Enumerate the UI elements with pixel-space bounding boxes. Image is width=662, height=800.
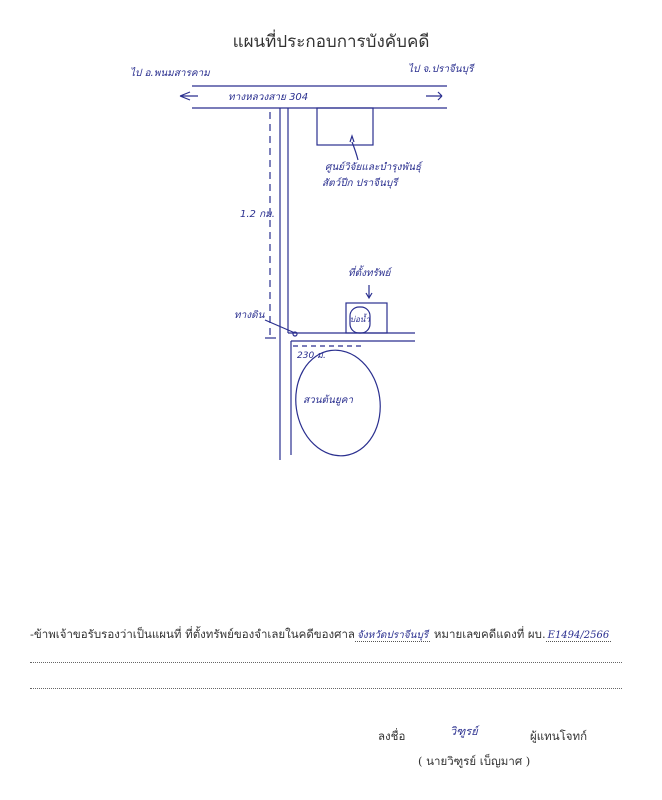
eucalyptus-plantation (295, 349, 381, 457)
dirt-road-marker (292, 331, 298, 337)
label-distance: 1.2 กม. (240, 209, 275, 220)
pond-shape (349, 306, 371, 334)
label-eucalyptus: สวนต้นยูคา (303, 395, 354, 406)
label-research-center-2: สัตว์ปีก ปราจีนบุรี (322, 178, 398, 189)
pointer-line (349, 134, 359, 161)
court-field: จังหวัดปราจีนบุรี (354, 630, 431, 642)
dotted-line (30, 688, 622, 689)
arrow-right-icon (426, 91, 443, 101)
label-pond: บ่อน้ำ (350, 315, 370, 324)
certification-line: -ข้าพเจ้าขอรับรองว่าเป็นแผนที่ ที่ตั้งทร… (30, 626, 612, 644)
research-center-building (316, 107, 374, 146)
dirt-road-pointer (264, 319, 296, 334)
property-plot (345, 302, 388, 334)
label-highway: ทางหลวงสาย 304 (228, 92, 309, 103)
case-number-field: E1494/2566 (545, 630, 612, 642)
signer-name: ( นายวิฑูรย์ เบ็ญมาศ ) (418, 754, 531, 768)
label-width: 230 ม. (297, 351, 326, 361)
signer-role: ผู้แทนโจทก์ (530, 729, 588, 743)
sign-label: ลงชื่อ (378, 729, 406, 743)
label-to-right: ไป จ.ปราจีนบุรี (408, 64, 474, 75)
label-research-center-1: ศูนย์วิจัยและบำรุงพันธุ์ (325, 162, 422, 173)
signature: วิฑูรย์ (450, 725, 478, 738)
case-label: หมายเลขคดีแดงที่ ผบ. (430, 627, 546, 641)
dotted-line (30, 662, 622, 663)
arrow-left-icon (179, 91, 198, 101)
label-to-left: ไป อ.พนมสารคาม (130, 68, 210, 79)
certification-text: -ข้าพเจ้าขอรับรองว่าเป็นแผนที่ ที่ตั้งทร… (30, 627, 355, 641)
label-dirt-road: ทางดิน (234, 310, 265, 321)
page-title: แผนที่ประกอบการบังคับคดี (232, 32, 430, 52)
label-property-location: ที่ตั้งทรัพย์ (348, 268, 391, 279)
property-arrow-icon (365, 285, 373, 300)
